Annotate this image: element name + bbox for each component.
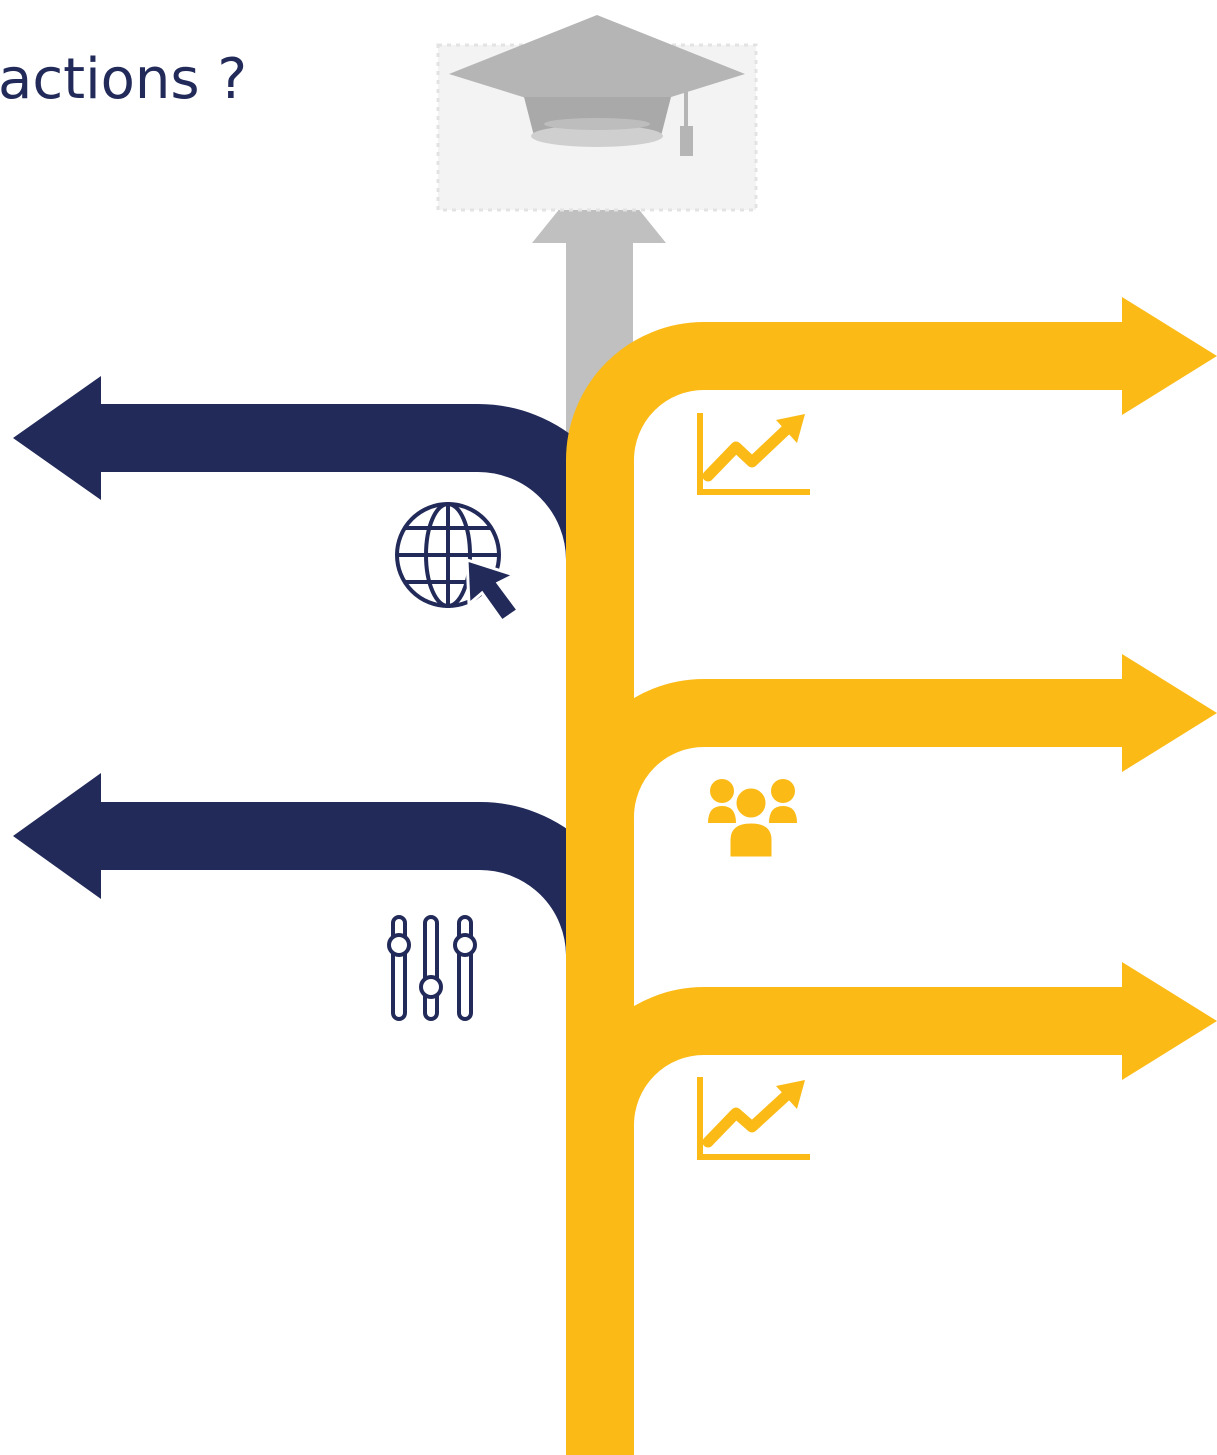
users-group-icon bbox=[708, 779, 797, 860]
yellow-top-arrow bbox=[566, 297, 1217, 1290]
yellow-bottom-arrow bbox=[566, 962, 1217, 1455]
yellow-middle-arrow bbox=[565, 654, 1217, 1290]
navy-lower-arrow bbox=[13, 773, 634, 1290]
sliders-icon bbox=[387, 915, 477, 1021]
growth-chart-icon-upper bbox=[697, 413, 810, 495]
globe-cursor-icon bbox=[395, 502, 521, 624]
growth-chart-icon-lower bbox=[697, 1077, 810, 1160]
slide-title: actions ? bbox=[0, 47, 248, 112]
graduation-cap-icon bbox=[436, 15, 758, 212]
